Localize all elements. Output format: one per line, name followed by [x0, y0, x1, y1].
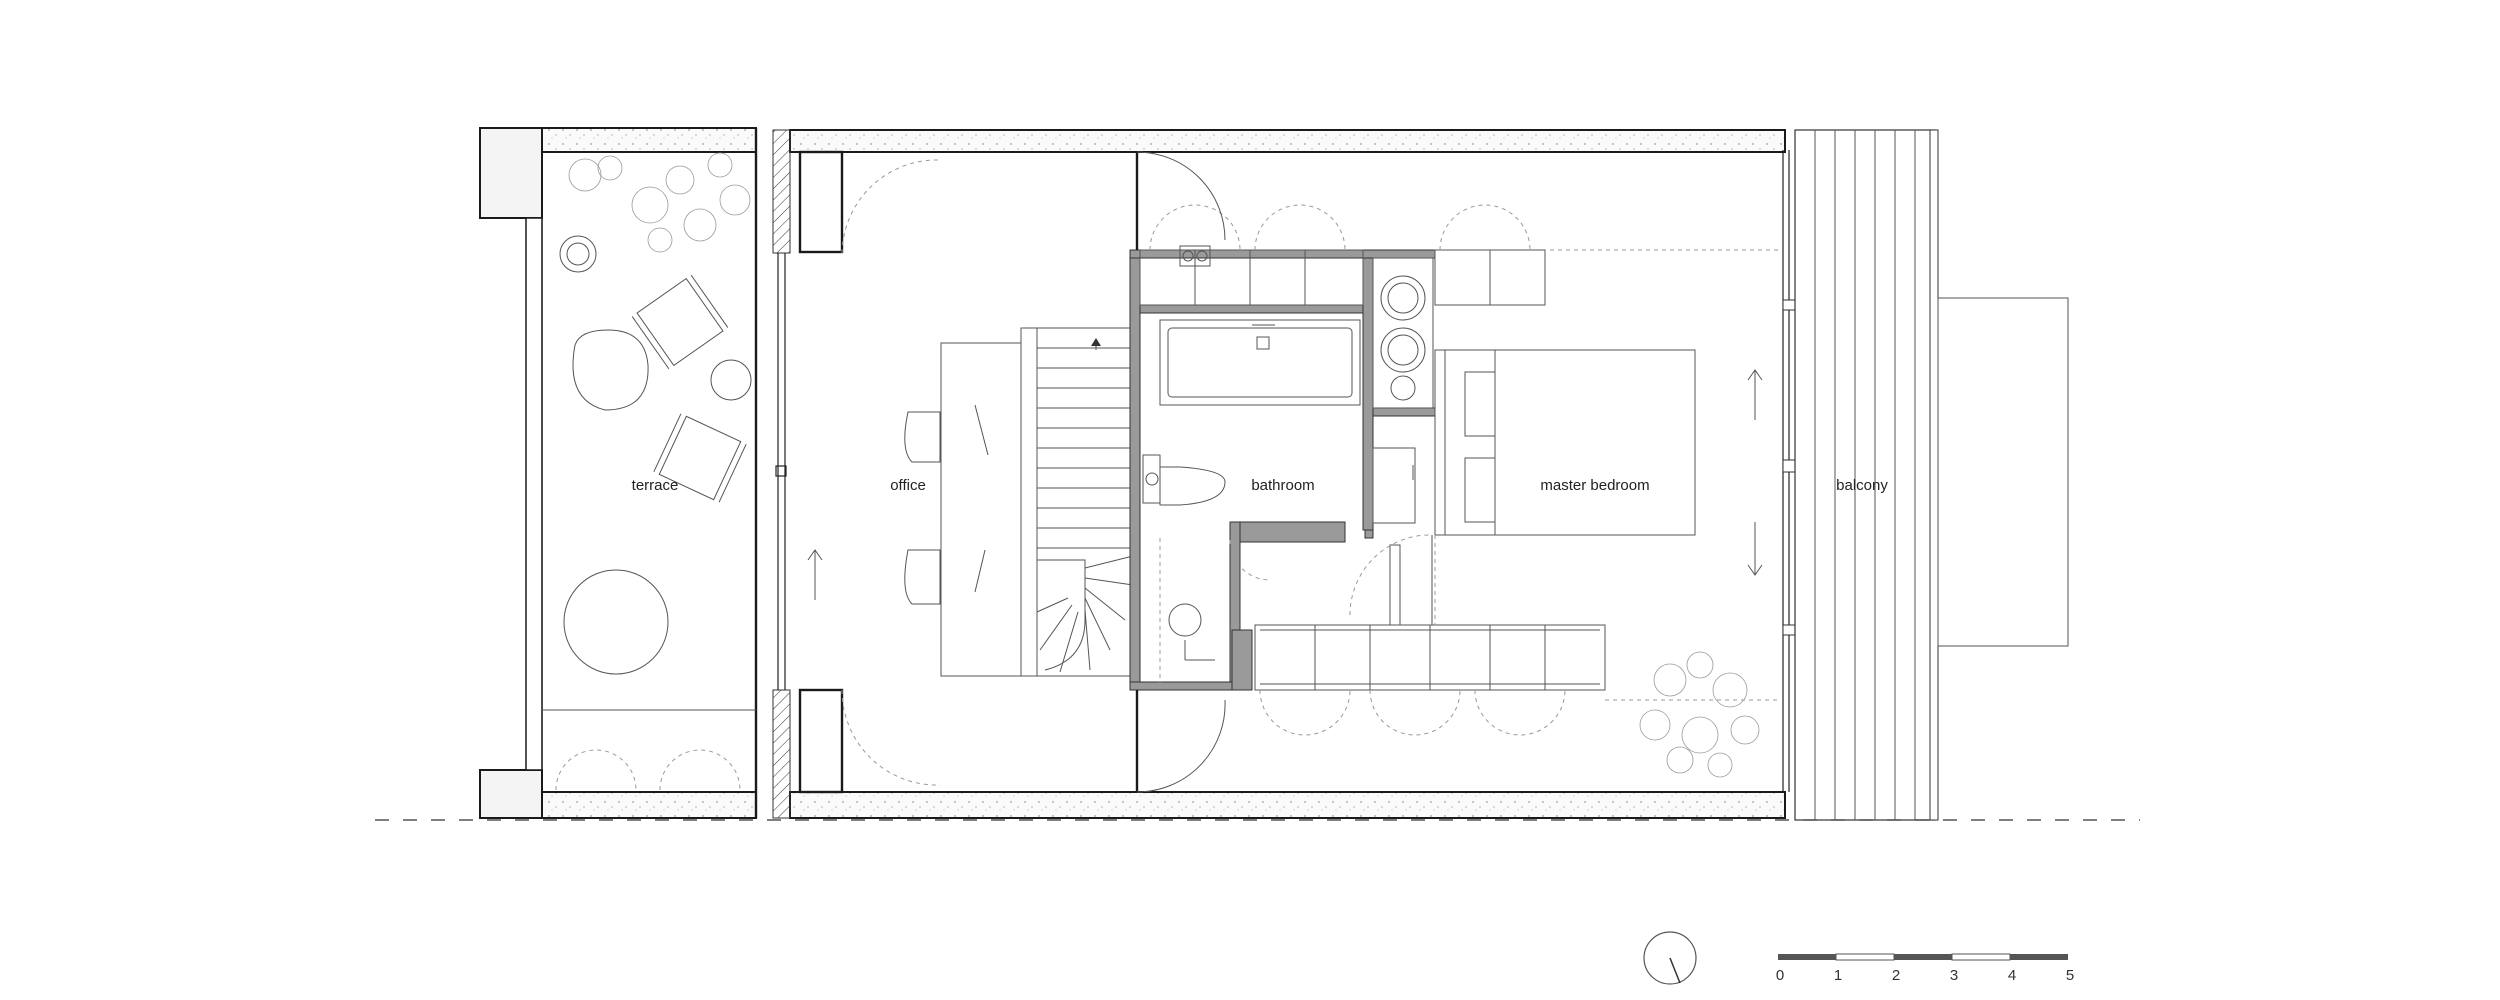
scale-tick-label: 3	[1950, 967, 1958, 984]
room-label-terrace: terrace	[632, 477, 679, 494]
west-wall-bottom	[772, 689, 791, 819]
terrace-parapet	[525, 217, 543, 771]
balcony-table	[1937, 297, 2069, 647]
room-label-bathroom: bathroom	[1251, 477, 1314, 494]
side-table	[710, 359, 752, 401]
scale-tick-label: 5	[2066, 967, 2074, 984]
terrace-area	[479, 127, 758, 819]
west-niche-top	[798, 150, 844, 254]
core-wall-east	[1362, 249, 1374, 531]
terrace-pillar-top	[479, 127, 543, 219]
toilet	[1159, 466, 1226, 506]
west-wall-top	[772, 129, 791, 254]
lounge-chair	[572, 329, 649, 411]
terrace-bottom-swings	[555, 749, 741, 791]
core-wall-north	[1129, 249, 1366, 259]
office-chair-top	[904, 411, 941, 463]
scale-tick-label: 2	[1892, 967, 1900, 984]
pillow-top	[1464, 371, 1496, 437]
north-wall	[789, 129, 1786, 153]
terrace-chair-bottom	[653, 413, 747, 503]
room-label-master-bedroom: master bedroom	[1540, 477, 1649, 494]
wardrobe-top	[1139, 204, 1566, 736]
plant-pot	[559, 235, 597, 273]
building-shell	[772, 129, 1796, 819]
plant-bottom	[1639, 651, 1760, 778]
south-wall	[789, 791, 1786, 819]
shower-drain	[1168, 603, 1202, 637]
terrace-wall-top	[541, 127, 757, 153]
staircase	[1020, 327, 1134, 677]
master-bedroom-area	[1434, 249, 1780, 778]
office-desk	[940, 342, 1022, 677]
office-chair-bottom	[904, 549, 941, 605]
west-niche-bottom	[798, 688, 844, 794]
pillow-bottom	[1464, 457, 1496, 523]
terrace-pillar-bottom	[479, 769, 543, 819]
terrace-wall-bottom	[541, 791, 757, 819]
round-table	[563, 569, 669, 675]
washer-dryer	[1372, 257, 1434, 409]
scale-tick-label: 4	[2008, 967, 2016, 984]
scale-bar: 0 1 2 3 4 5	[1776, 953, 2074, 984]
bathroom-core	[1129, 245, 1606, 691]
vanity	[1372, 447, 1416, 524]
scale-tick-label: 0	[1776, 967, 1784, 984]
scale-tick-label: 1	[1834, 967, 1842, 984]
room-label-office: office	[890, 477, 926, 494]
plant-top	[568, 152, 751, 253]
bathtub	[1159, 319, 1361, 406]
room-label-balcony: balcony	[1836, 477, 1888, 494]
office-area	[807, 159, 1022, 786]
north-arrow	[1643, 931, 1697, 985]
scale-seg-1	[1778, 954, 1836, 960]
doors	[1135, 151, 1226, 793]
core-partition	[1234, 521, 1346, 543]
terrace-chair-top	[631, 274, 729, 370]
double-bed	[1434, 349, 1696, 536]
core-wall-west	[1129, 249, 1141, 691]
balcony-area	[1794, 129, 2069, 821]
